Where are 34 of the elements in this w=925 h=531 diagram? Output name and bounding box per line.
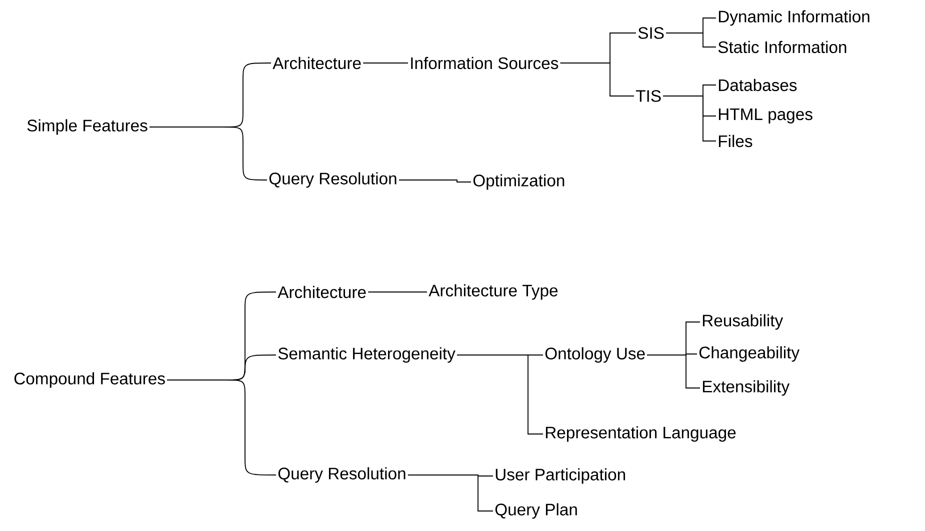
tree-label: SIS: [638, 27, 664, 39]
tree-label: Representation Language: [546, 426, 736, 442]
curly-brace: [166, 380, 276, 476]
tree-label: Simple Features: [27, 119, 148, 135]
tree-label: Query Resolution: [278, 467, 406, 483]
tree-label: HTML pages: [718, 108, 812, 124]
tree-label: Architecture: [272, 56, 361, 70]
tree-label: Information Sources: [411, 56, 558, 70]
tree-label: Extensibility: [702, 380, 790, 396]
tree-label: Reusability: [702, 314, 784, 330]
tree-label: Architecture: [278, 286, 366, 298]
tree-label: Semantic Heterogeneity: [278, 347, 456, 363]
tree-label: Query Resolution: [269, 172, 396, 188]
bracket-line: [666, 32, 716, 48]
bracket-line: [456, 354, 544, 434]
tree-label: Architecture Type: [428, 284, 558, 300]
bracket-line: [646, 354, 700, 388]
tree-label: Ontology Use: [545, 347, 645, 363]
tree-label: Compound Features: [14, 372, 165, 388]
tree-label: Changeability: [699, 346, 800, 362]
tree-label: Files: [718, 134, 752, 148]
bracket-line: [408, 474, 494, 512]
tree-label: User Participation: [496, 468, 625, 484]
bracket-line: [398, 180, 472, 182]
tree-label: Query Plan: [495, 503, 577, 519]
tree-label: Databases: [718, 78, 797, 92]
bracket-line: [662, 96, 716, 142]
bracket-line: [560, 62, 634, 96]
curly-brace: [149, 126, 268, 180]
tree-label: Dynamic Information: [718, 10, 870, 26]
tree-label: Optimization: [473, 174, 564, 190]
tree-label: Static Information: [718, 40, 846, 54]
tree-label: TIS: [636, 90, 661, 102]
bracket-line: [362, 62, 408, 64]
